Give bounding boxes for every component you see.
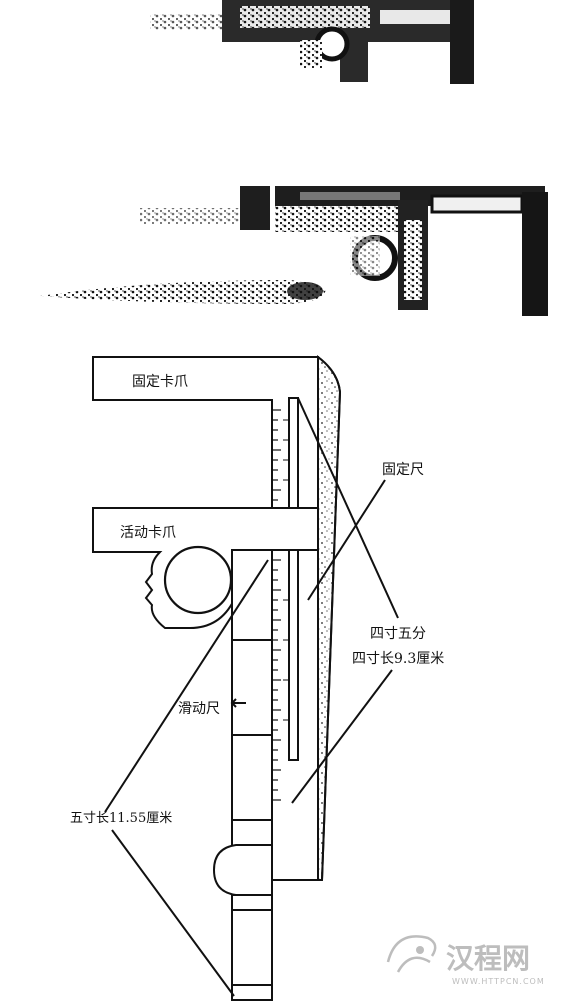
- movable-jaw-label: 活动卡爪: [120, 525, 176, 541]
- watermark-brand: 汉程网: [446, 942, 530, 975]
- artifact-photo-1: [150, 0, 474, 84]
- caliper-drawing: [92, 354, 399, 1001]
- fixed-jaw-label: 固定卡爪: [132, 374, 188, 390]
- four-cun-length-label: 四寸长9.3厘米: [352, 651, 444, 667]
- watermark-logo-icon: [386, 935, 437, 973]
- sliding-ruler: [231, 549, 273, 1001]
- five-cun-length-label: 五寸长11.55厘米: [70, 811, 172, 826]
- sliding-ruler-label: 滑动尺: [178, 700, 220, 717]
- fixed-ruler-label: 固定尺: [382, 462, 424, 478]
- locking-ring: [163, 545, 233, 615]
- sliding-ruler-collar: [212, 844, 273, 896]
- artifact-photo-2: [40, 186, 548, 316]
- fixed-ruler-wood: [317, 354, 342, 881]
- site-watermark: 汉程网 WWW.HTTPCN.COM: [386, 935, 545, 986]
- four-cun-five-fen-label: 四寸五分: [370, 626, 426, 642]
- watermark-url: WWW.HTTPCN.COM: [452, 977, 545, 986]
